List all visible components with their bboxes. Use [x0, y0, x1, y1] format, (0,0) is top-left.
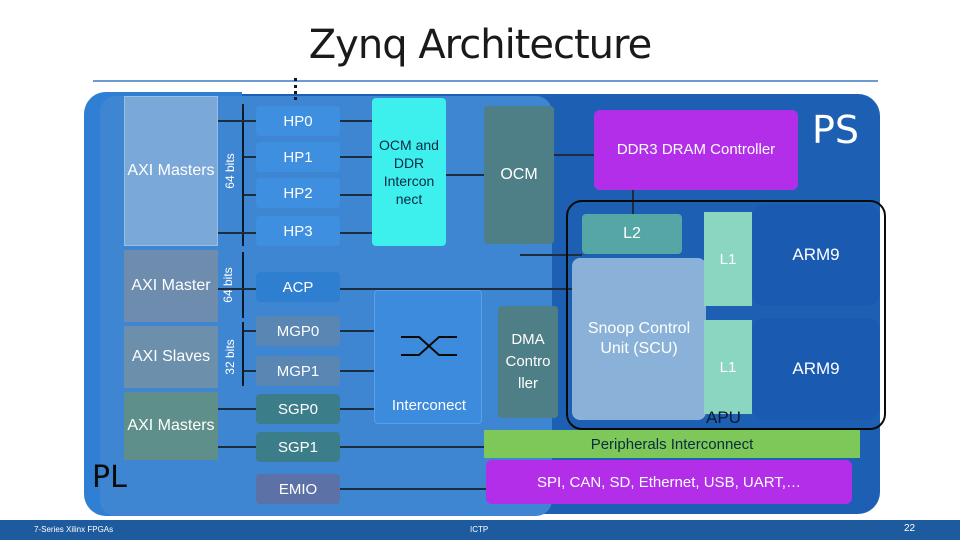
axi-masters-hp: AXI Masters — [124, 96, 218, 246]
pl-label: PL — [92, 460, 127, 495]
port-sgp1: SGP1 — [256, 432, 340, 462]
arm9-core-bottom: ARM9 — [752, 318, 880, 420]
bit-width-acp: 64 bits — [221, 267, 235, 303]
port-hp3: HP3 — [256, 216, 340, 246]
hp-vertical-bus — [242, 104, 244, 246]
arm9-core-top: ARM9 — [752, 204, 880, 306]
l2-to-scu — [520, 254, 582, 256]
sgp1-bus — [218, 446, 484, 448]
acp-vertical-bus — [242, 252, 244, 318]
ocm-block: OCM — [484, 106, 554, 244]
l2-to-ddr — [632, 190, 634, 214]
page-number: 22 — [904, 523, 916, 534]
port-emio: EMIO — [256, 474, 340, 504]
crossbar-icon — [401, 336, 457, 356]
port-hp0: HP0 — [256, 106, 340, 136]
central-interconnect: Interconect — [374, 290, 482, 424]
axi-slaves-gp: AXI Slaves — [124, 326, 218, 388]
title-underline — [93, 80, 878, 82]
port-hp1: HP1 — [256, 142, 340, 172]
interconnect-label: Interconect — [391, 397, 467, 414]
bit-width-gp: 32 bits — [223, 339, 237, 375]
ps-label: PS — [812, 108, 860, 152]
slide-title: Zynq Architecture — [308, 22, 652, 68]
emio-bus — [340, 488, 486, 490]
footer-left-text: 7-Series Xilinx FPGAs — [34, 525, 114, 534]
l1-cache-bottom: L1 — [704, 320, 752, 414]
dma-controller: DMA Contro ller — [498, 306, 558, 418]
acp-bus — [218, 288, 572, 290]
axi-master-acp: AXI Master — [124, 250, 218, 322]
port-sgp0: SGP0 — [256, 394, 340, 424]
bit-width-hp: 64 bits — [223, 153, 237, 189]
l2-cache: L2 — [582, 214, 682, 254]
ocm-ddr-to-ocm — [446, 174, 484, 176]
port-mgp1: MGP1 — [256, 356, 340, 386]
peripherals-list: SPI, CAN, SD, Ethernet, USB, UART,… — [486, 460, 852, 504]
port-hp2: HP2 — [256, 178, 340, 208]
apu-label: APU — [706, 408, 741, 427]
axi-masters-sgp: AXI Masters — [124, 392, 218, 460]
port-acp: ACP — [256, 272, 340, 302]
l1-cache-top: L1 — [704, 212, 752, 306]
footer-bar — [0, 520, 960, 540]
peripherals-interconnect: Peripherals Interconnect — [484, 430, 860, 458]
ddr3-controller: DDR3 DRAM Controller — [594, 110, 798, 190]
footer-middle-text: ICTP — [470, 525, 489, 534]
ocm-ddr-interconnect: OCM and DDR Intercon nect — [372, 98, 446, 246]
snoop-control-unit: Snoop Control Unit (SCU) — [572, 258, 706, 420]
gp-vertical-bus — [242, 322, 244, 386]
hp-top-connector — [294, 78, 297, 100]
ocm-to-ddr — [554, 154, 594, 156]
apu-frame — [566, 200, 886, 430]
port-mgp0: MGP0 — [256, 316, 340, 346]
